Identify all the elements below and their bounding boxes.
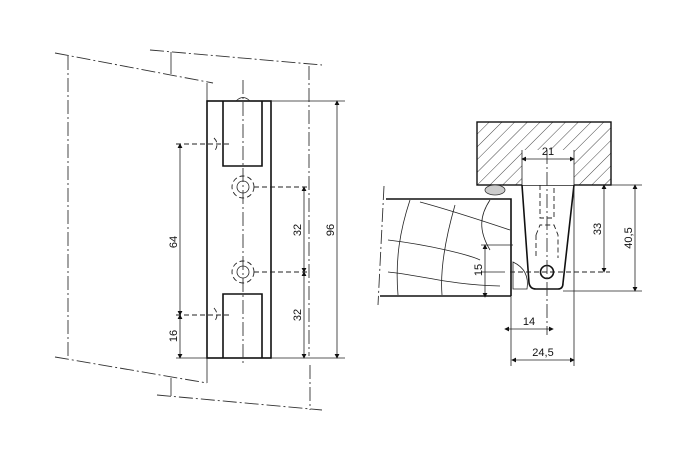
hinge-body-section	[510, 150, 610, 335]
hinge-body	[206, 80, 272, 365]
frame-outline	[149, 49, 323, 411]
door-outline	[54, 52, 214, 384]
section-view: 21 33 40,5 15 14 24,5	[377, 121, 642, 366]
section-dimension-lines	[482, 156, 638, 363]
seal-bead	[484, 184, 506, 196]
screw-marks	[213, 137, 218, 323]
dim-14: 14	[523, 316, 535, 328]
dim-16: 16	[168, 330, 180, 342]
dim-40-5: 40,5	[623, 227, 635, 248]
front-view: 64 16 32 32 96	[54, 49, 345, 411]
dim-33: 33	[592, 223, 604, 235]
dim-32-upper: 32	[292, 224, 304, 236]
dim-15: 15	[473, 264, 485, 276]
dim-24-5: 24,5	[532, 347, 553, 359]
dim-96: 96	[325, 224, 337, 236]
dim-32-lower: 32	[292, 309, 304, 321]
dimension-lines	[177, 100, 340, 359]
dim-21: 21	[542, 146, 554, 158]
door-section	[377, 185, 512, 306]
dim-64: 64	[168, 236, 180, 248]
extension-lines	[176, 100, 345, 359]
